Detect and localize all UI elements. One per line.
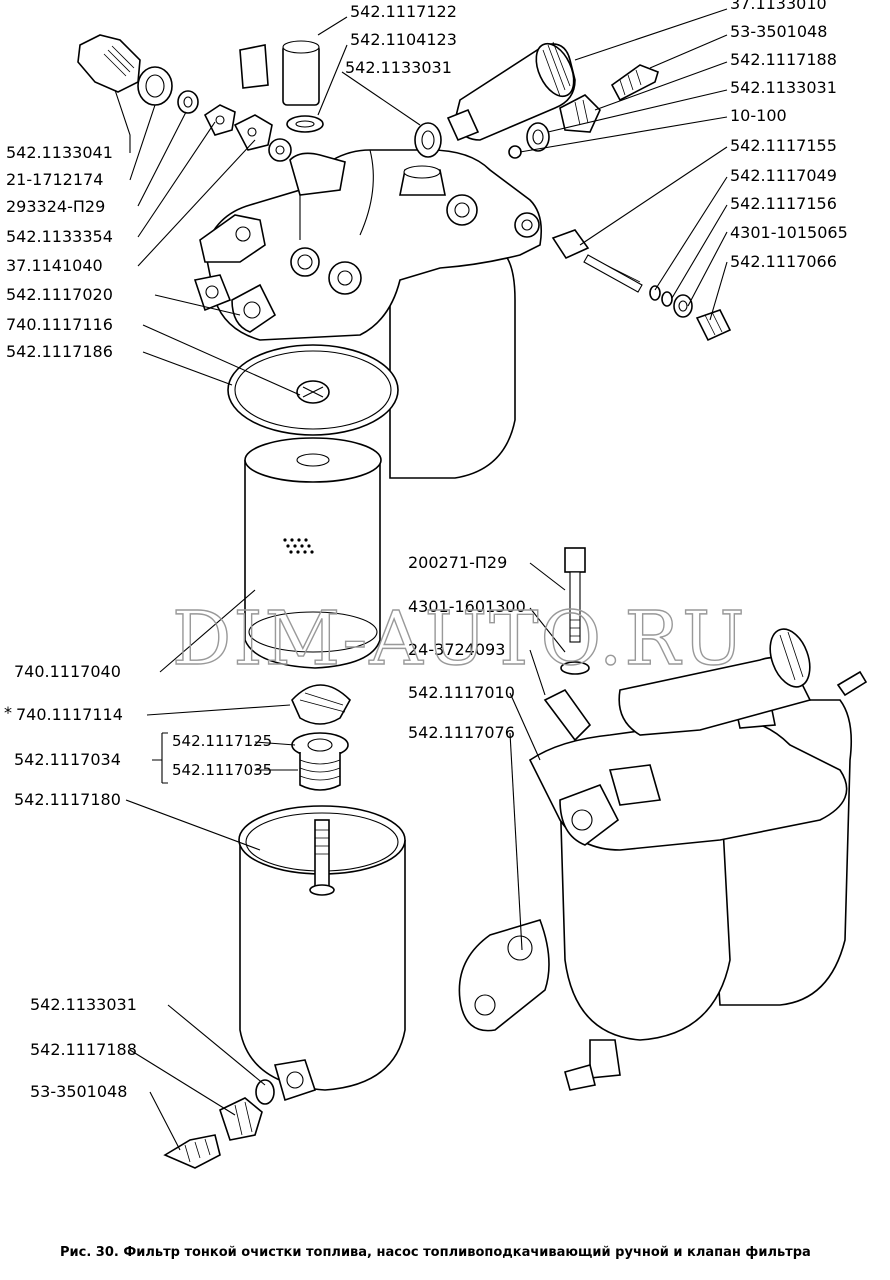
callout-label: 542.1117049 (730, 166, 837, 185)
assembled-view (458, 547, 868, 1091)
callout-label: 37.1133010 (730, 0, 827, 13)
filter-head-assembly (193, 149, 543, 479)
callout-label: 53-3501048 (730, 22, 827, 41)
callout-label: 24-3724093 (408, 640, 505, 659)
callout-label: 293324-П29 (6, 197, 105, 216)
asterisk-mark: * (4, 703, 12, 722)
callout-label: 542.1117010 (408, 683, 515, 702)
filter-element-parts (227, 344, 399, 669)
callout-label: 542.1117035 (172, 761, 272, 779)
callout-label: 542.1117066 (730, 252, 837, 271)
callout-label: 542.1117076 (408, 723, 515, 742)
callout-label: 542.1133041 (6, 143, 113, 162)
callout-label: 542.1117188 (730, 50, 837, 69)
spring-parts (291, 684, 351, 791)
callout-label: 10-100 (730, 106, 787, 125)
callout-label: 542.1104123 (350, 30, 457, 49)
leader-lines (114, 8, 728, 1151)
element-perforation (283, 538, 314, 554)
callout-label: 542.1117156 (730, 194, 837, 213)
callout-label: 4301-1015065 (730, 223, 848, 242)
top-small-parts (77, 34, 442, 162)
watermark-text: DIM-AUTO.RU (172, 596, 746, 682)
callout-label: 542.1117034 (14, 750, 121, 769)
callout-label: 200271-П29 (408, 553, 507, 572)
callout-label: 542.1133031 (345, 58, 452, 77)
callout-label: 542.1133031 (30, 995, 137, 1014)
callout-label: 542.1133354 (6, 227, 113, 246)
callout-label: 542.1117125 (172, 732, 272, 750)
callout-labels: 542.1117122 542.1104123 542.1133031 37.1… (4, 0, 848, 1101)
callout-label: 542.1117020 (6, 285, 113, 304)
callout-label: 542.1117122 (350, 2, 457, 21)
callout-label: 740.1117040 (14, 662, 121, 681)
valve-parts (551, 229, 732, 342)
callout-label: 542.1133031 (730, 78, 837, 97)
callout-label: 53-3501048 (30, 1082, 127, 1101)
callout-label: 4301-1601300 (408, 597, 526, 616)
callout-label: 21-1712174 (6, 170, 103, 189)
callout-label: 542.1117188 (30, 1040, 137, 1059)
hand-pump (446, 41, 659, 159)
callout-label: 542.1117180 (14, 790, 121, 809)
callout-label: 740.1117114 (16, 705, 123, 724)
callout-label: 740.1117116 (6, 315, 113, 334)
figure-caption: Рис. 30. Фильтр тонкой очистки топлива, … (60, 1245, 811, 1260)
callout-label: 542.1117186 (6, 342, 113, 361)
callout-label: 37.1141040 (6, 256, 103, 275)
callout-label: 542.1117155 (730, 136, 837, 155)
filter-housing (163, 805, 406, 1169)
